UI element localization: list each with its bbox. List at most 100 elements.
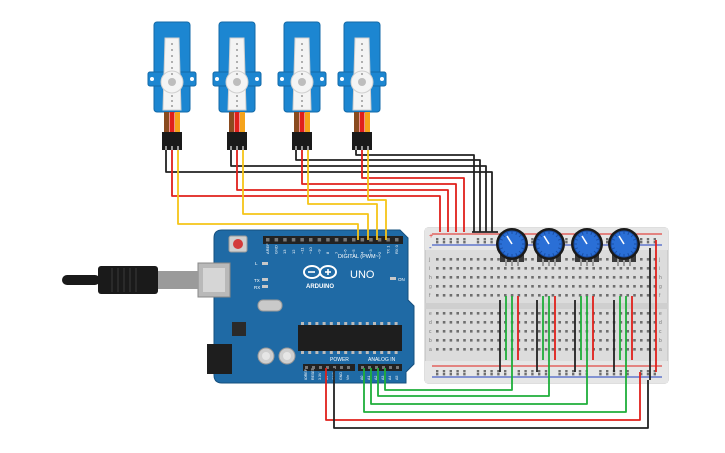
row-letter: i: [429, 266, 430, 272]
digital-pin-label: 2: [377, 251, 382, 254]
jumper-wires: [165, 150, 657, 429]
digital-pin-label: 7: [334, 251, 339, 254]
wire-servo1-power[interactable]: [171, 150, 441, 232]
wire-gnd-to-rail[interactable]: [333, 368, 649, 429]
digital-pin-holes: [266, 238, 399, 242]
digital-header[interactable]: [263, 236, 403, 244]
row-letter: f: [659, 293, 661, 299]
power-pin-label: RESET: [311, 367, 315, 380]
digital-pin-label: 8: [325, 251, 330, 254]
wire-servo2-ground[interactable]: [230, 150, 487, 232]
row-letter: h: [429, 275, 432, 281]
row-letter: c: [429, 329, 432, 335]
board-model-text: UNO: [350, 269, 375, 281]
row-letter: b: [429, 338, 432, 344]
crystal-oscillator: [257, 299, 283, 312]
analog-pin-label: A4: [388, 376, 392, 380]
digital-pin-label: ~11: [299, 247, 304, 254]
digital-pin-label: 4: [360, 251, 365, 254]
wire-5v-to-rail[interactable]: [325, 368, 641, 421]
usb-cable-icon[interactable]: [62, 266, 198, 294]
rail-minus-label: -: [429, 243, 432, 252]
analog-pin-label: A3: [381, 376, 385, 380]
row-letter: a: [429, 347, 432, 353]
voltage-regulator: [232, 322, 246, 336]
servo-motor-icon[interactable]: [277, 21, 327, 150]
potentiometer-knob-icon[interactable]: [608, 228, 640, 266]
potentiometer-knob-icon[interactable]: [533, 228, 565, 266]
row-letter: e: [429, 311, 432, 317]
servo-motor-icon[interactable]: [337, 21, 387, 150]
digital-pin-label: RX 0: [394, 244, 399, 254]
row-letter: d: [659, 320, 662, 326]
power-header-label: POWER: [330, 357, 349, 363]
row-letter: g: [659, 284, 662, 290]
wire-servo4-signal[interactable]: [367, 150, 387, 240]
servo-motor-icon[interactable]: [147, 21, 197, 150]
wire-servo1-signal[interactable]: [177, 150, 359, 240]
row-letter: a: [659, 347, 662, 353]
digital-pin-label: ~5: [351, 249, 356, 254]
potentiometers: [496, 228, 640, 266]
digital-pin-label: GND: [274, 245, 279, 254]
row-letter: c: [659, 329, 662, 335]
wire-a3-pot4[interactable]: [384, 296, 513, 391]
dc-power-jack[interactable]: [207, 344, 232, 374]
row-letter: j: [658, 257, 660, 263]
row-letter: j: [428, 257, 430, 263]
wire-servo2-power[interactable]: [236, 150, 449, 232]
digital-pin-label: ~6: [342, 249, 347, 254]
on-led-label: ON: [398, 277, 405, 282]
wire-a0-pot1[interactable]: [363, 296, 627, 413]
arduino-logo: [303, 265, 337, 279]
tx-led: [262, 278, 268, 281]
power-pin-label: IOREF: [304, 368, 308, 380]
analog-header-label: ANALOG IN: [368, 357, 396, 363]
atmega-chip: [298, 325, 402, 351]
wire-a2-pot3[interactable]: [377, 296, 550, 397]
analog-header[interactable]: [358, 364, 402, 371]
servo-motors: [147, 21, 387, 150]
tx-led-label: TX: [254, 278, 260, 283]
row-letter: b: [659, 338, 662, 344]
row-letter: e: [659, 311, 662, 317]
wire-servo3-signal[interactable]: [307, 150, 378, 240]
wire-servo4-power[interactable]: [361, 150, 465, 232]
wire-servo3-ground[interactable]: [295, 150, 481, 232]
digital-pin-label: ~9: [317, 249, 322, 254]
analog-pin-label: A2: [374, 376, 378, 380]
power-pin-label: Vin: [346, 375, 350, 380]
power-pin-label: 5V: [325, 375, 329, 380]
digital-pin-label: TX 1: [385, 245, 390, 254]
wire-servo3-power[interactable]: [301, 150, 457, 232]
analog-pin-label: A0: [360, 376, 364, 380]
arduino-logo-text: ARDUINO: [306, 284, 334, 290]
digital-pin-label: ~10: [308, 246, 313, 254]
reset-button[interactable]: [228, 235, 248, 253]
l-led: [262, 262, 268, 265]
rx-led-label: RX: [254, 285, 260, 290]
analog-pin-label: A5: [395, 376, 399, 380]
digital-pin-label: AREF: [265, 243, 270, 254]
servo-motor-icon[interactable]: [212, 21, 262, 150]
wire-servo4-ground[interactable]: [355, 150, 475, 232]
row-letter: f: [429, 293, 431, 299]
wire-servo1-ground[interactable]: [165, 150, 493, 232]
wire-a1-pot2[interactable]: [370, 296, 588, 405]
potentiometer-knob-icon[interactable]: [571, 228, 603, 266]
power-pin-label: 3.3V: [318, 372, 322, 380]
row-letter: i: [659, 266, 660, 272]
digital-pin-label: 13: [282, 249, 287, 254]
rx-led: [262, 285, 268, 288]
row-letter: h: [659, 275, 662, 281]
potentiometer-knob-icon[interactable]: [496, 228, 528, 266]
wire-servo2-signal[interactable]: [242, 150, 369, 240]
l-led-label: L: [255, 261, 258, 266]
row-letter: d: [429, 320, 432, 326]
row-letter: g: [429, 284, 432, 290]
